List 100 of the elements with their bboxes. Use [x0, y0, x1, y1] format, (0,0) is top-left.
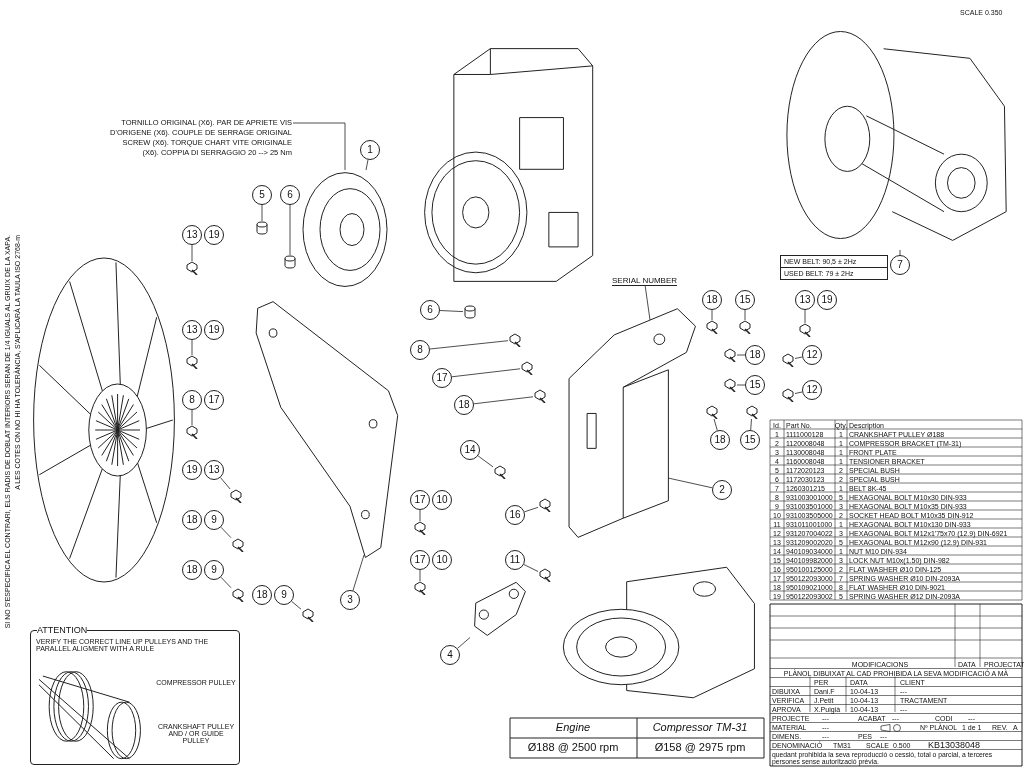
leader-line: [291, 601, 302, 610]
leader-line: [794, 356, 803, 359]
speed-table-text: Engine: [555, 722, 591, 733]
bolt-icon: [723, 348, 737, 362]
part-note: SERIAL NUMBER: [612, 276, 678, 286]
bolt-icon: [520, 361, 534, 375]
bolt-icon: [185, 261, 199, 275]
callout-number: 6: [420, 300, 440, 320]
bolt-icon: [723, 378, 737, 392]
callout-number: 18: [745, 345, 765, 365]
speed-table-text: Ø188 @ 2500 rpm: [527, 742, 619, 753]
callout-number: 11: [505, 550, 525, 570]
callout-number: 15: [735, 290, 755, 310]
callout-number: 17: [204, 390, 224, 410]
bolt-icon: [798, 323, 812, 337]
leader-line: [457, 637, 471, 649]
leader-line: [292, 122, 346, 171]
callout-number: 8: [182, 390, 202, 410]
leader-line: [713, 418, 718, 431]
bush-icon: [463, 305, 477, 319]
leader-line: [667, 477, 713, 489]
bolt-icon: [508, 333, 522, 347]
callout-number: 12: [802, 380, 822, 400]
leader-line: [736, 354, 746, 356]
callout-number: 8: [410, 340, 430, 360]
callout-number: 9: [204, 510, 224, 530]
leader-line: [711, 309, 713, 321]
leader-line: [524, 506, 539, 513]
bolt-icon: [301, 608, 315, 622]
callout-number: 5: [252, 185, 272, 205]
bolt-icon: [231, 588, 245, 602]
callout-number: 10: [432, 490, 452, 510]
callout-number: 15: [745, 375, 765, 395]
callout-number: 19: [204, 225, 224, 245]
leader-line: [523, 564, 539, 572]
callout-number: 13: [795, 290, 815, 310]
callout-number: 16: [505, 505, 525, 525]
leader-line: [899, 249, 901, 256]
leader-line: [451, 368, 521, 378]
leader-line: [289, 204, 291, 256]
callout-number: 9: [204, 560, 224, 580]
speed-table-text: Compressor TM-31: [652, 722, 748, 733]
callout-number: 13: [182, 225, 202, 245]
callout-number: 15: [740, 430, 760, 450]
bolt-icon: [185, 355, 199, 369]
leader-line: [191, 244, 193, 262]
bolt-icon: [231, 538, 245, 552]
callout-number: 9: [274, 585, 294, 605]
bolt-icon: [538, 568, 552, 582]
callout-number: 17: [432, 368, 452, 388]
callout-number: 18: [252, 585, 272, 605]
callout-number: 17: [410, 490, 430, 510]
leader-line: [473, 396, 534, 405]
leader-line: [439, 310, 464, 312]
bolt-icon: [413, 581, 427, 595]
callout-number: 19: [817, 290, 837, 310]
callout-number: 17: [410, 550, 430, 570]
speed-table-text: Ø158 @ 2975 rpm: [654, 742, 746, 753]
callout-number: 4: [440, 645, 460, 665]
callout-number: 18: [702, 290, 722, 310]
pulley-drawing: [300, 170, 390, 290]
leader-line: [794, 391, 803, 394]
callout-number: 18: [182, 560, 202, 580]
bolt-icon: [738, 320, 752, 334]
callout-number: 13: [182, 320, 202, 340]
leader-line: [419, 569, 421, 582]
callout-number: 3: [340, 590, 360, 610]
callout-number: 19: [182, 460, 202, 480]
callout-number: 18: [454, 395, 474, 415]
attention-heading: ATTENTION: [37, 625, 88, 635]
leader-line: [261, 204, 263, 222]
leader-line: [750, 418, 752, 431]
callout-number: 18: [182, 510, 202, 530]
bolt-icon: [781, 353, 795, 367]
leader-line: [744, 309, 746, 321]
leader-line: [365, 159, 369, 171]
leader-line: [804, 309, 806, 324]
bolt-icon: [533, 389, 547, 403]
bolt-icon: [745, 405, 759, 419]
leader-line: [220, 576, 232, 589]
leader-line: [644, 285, 651, 321]
leader-line: [220, 526, 232, 539]
bolt-icon: [493, 465, 507, 479]
bush-icon: [283, 255, 297, 269]
callout-number: 7: [890, 255, 910, 275]
leader-line: [352, 554, 365, 591]
leader-line: [477, 455, 494, 468]
title-block-text: KB13038048: [928, 741, 981, 750]
bolt-icon: [229, 489, 243, 503]
leader-line: [419, 509, 421, 522]
leader-line: [429, 340, 509, 350]
bush-icon: [255, 221, 269, 235]
bolt-icon: [705, 320, 719, 334]
callout-number: 12: [802, 345, 822, 365]
leader-line: [191, 339, 193, 356]
callout-number: 19: [204, 320, 224, 340]
callout-number: 14: [460, 440, 480, 460]
callout-number: 10: [432, 550, 452, 570]
callout-number: 6: [280, 185, 300, 205]
bolt-icon: [413, 521, 427, 535]
